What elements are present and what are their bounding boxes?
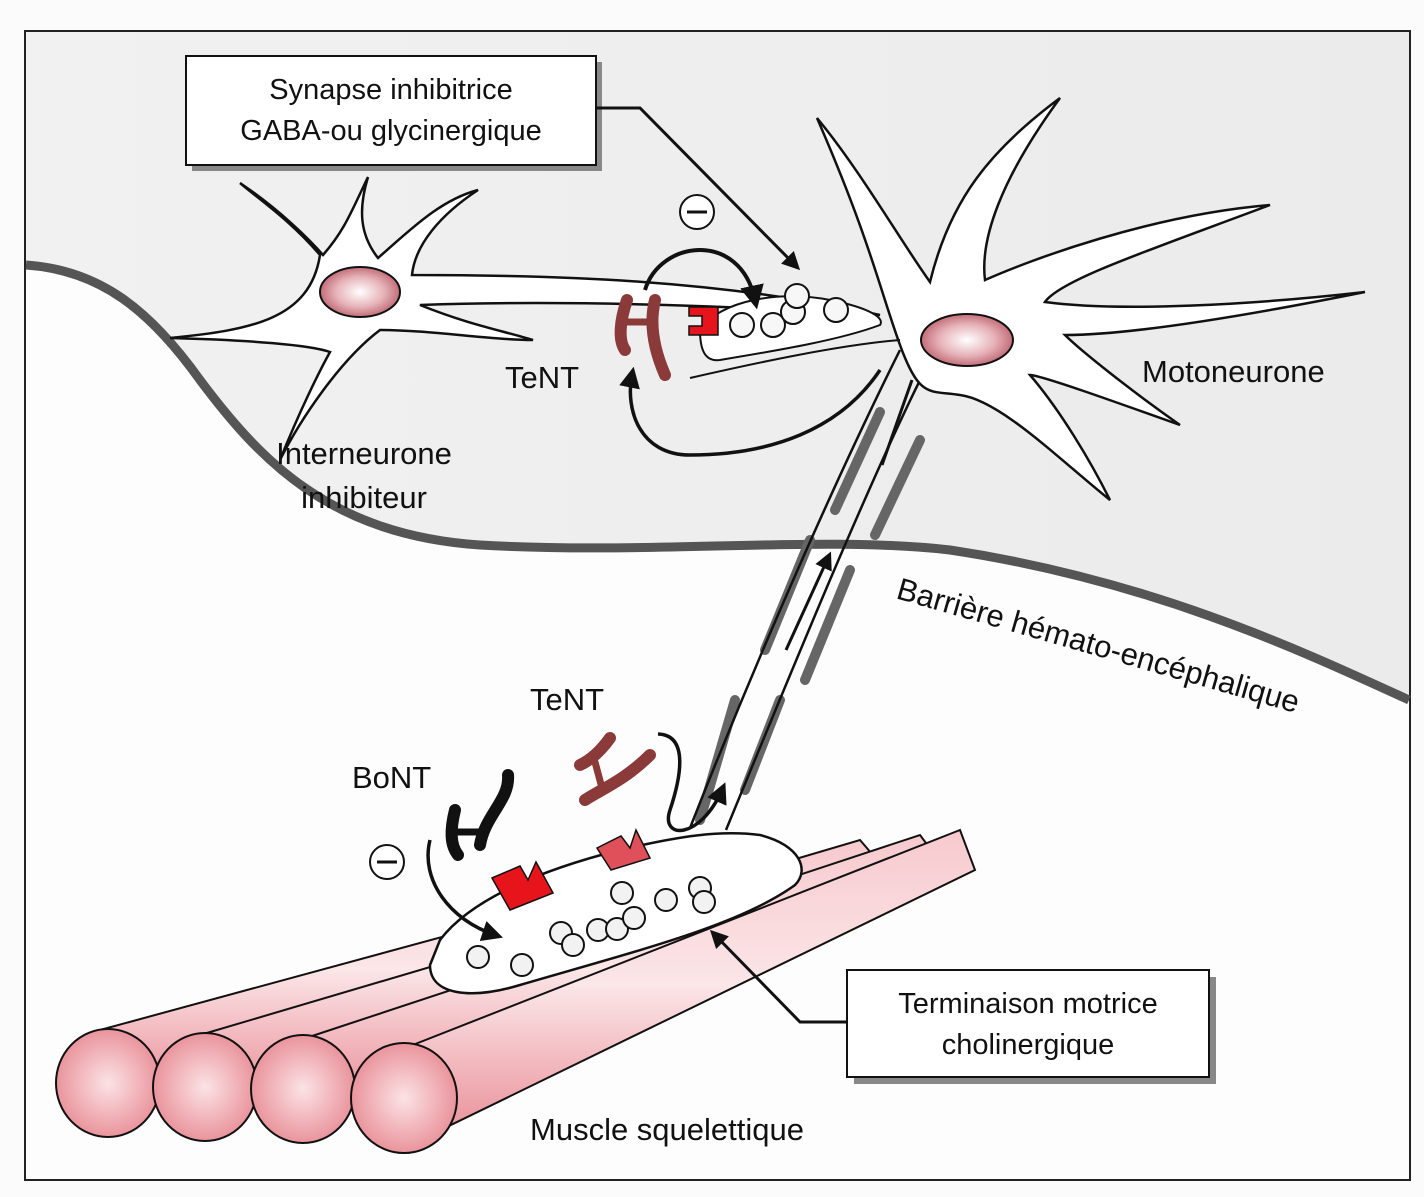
vesicle [692,890,716,914]
axon-inner-arrow [784,551,832,651]
blood-brain-barrier-line [25,260,1411,705]
retrograde-arrow-central [619,366,882,457]
muscle-fiber-end [55,1028,161,1138]
bont-chain [445,804,464,861]
interneurone-label-line2: inhibiteur [301,480,427,515]
tent-chain [646,294,671,381]
vesicle [605,917,629,941]
terminal-callout-box [846,969,1210,1078]
muscle-fiber-end [250,1034,356,1144]
myelin-sheath [800,565,855,685]
inhibition-arrow-central [643,248,764,310]
axon-wall-right [724,369,927,831]
synapse-vesicles [729,283,849,338]
receptor-bont [490,860,555,911]
tent-chain [574,732,616,771]
motoneurone [815,96,1366,501]
tent-chain [614,294,633,356]
tent-toxin-central [614,294,671,381]
motor-axon [688,349,927,831]
terminal-label-line1: Terminaison motrice [898,988,1157,1020]
axon-inner-line [880,379,914,466]
motoneurone-process-under-synapse [689,339,901,379]
motoneurone-body [815,96,1366,501]
muscle-fiber-end [350,1042,458,1154]
interneurone-label-line1: Interneurone [276,436,452,471]
bont-chain [474,769,515,851]
terminal-callout-leader [709,929,847,1024]
myelin-sheath [830,407,885,515]
vesicle [760,312,786,338]
vesicle [610,881,634,905]
interneurone-nucleus [319,266,401,318]
cns-region [26,32,1409,700]
synapse-callout-box [185,55,597,166]
synapse-label-line1: Synapse inhibitrice [269,74,512,106]
tent-uptake-arrow [657,732,727,833]
myelin-sheath [870,435,925,540]
synapse-label-line2: GABA-ou glycinergique [240,115,541,147]
vesicle [784,283,810,309]
vesicle [466,945,490,969]
receptor-tent-peripheral [595,828,652,871]
tent-label-central: TeNT [505,360,579,395]
motoneurone-nucleus [920,313,1014,367]
tent-toxin-peripheral [574,732,656,806]
tent-chain [579,749,656,806]
motoneurone-label: Motoneurone [1142,354,1325,389]
muscle-fiber-end [152,1032,258,1142]
tent-bridge [591,758,606,792]
synapse-callout-leader [596,106,801,271]
vesicle [561,933,585,957]
muscle-label: Muscle squelettique [530,1112,804,1147]
vesicle [654,888,678,912]
terminal-label-line2: cholinergique [942,1029,1115,1061]
bont-inhibition-arrow [426,839,503,941]
bont-label: BoNT [352,760,431,795]
terminal-vesicles [466,876,716,977]
axon-wall-left [688,349,902,829]
vesicle [729,312,755,338]
vesicle [510,953,534,977]
vesicle [622,906,646,930]
vesicle [823,297,849,323]
tent-label-peripheral: TeNT [530,682,604,717]
bont-toxin [445,769,515,861]
receptor-tent-central [688,306,719,336]
